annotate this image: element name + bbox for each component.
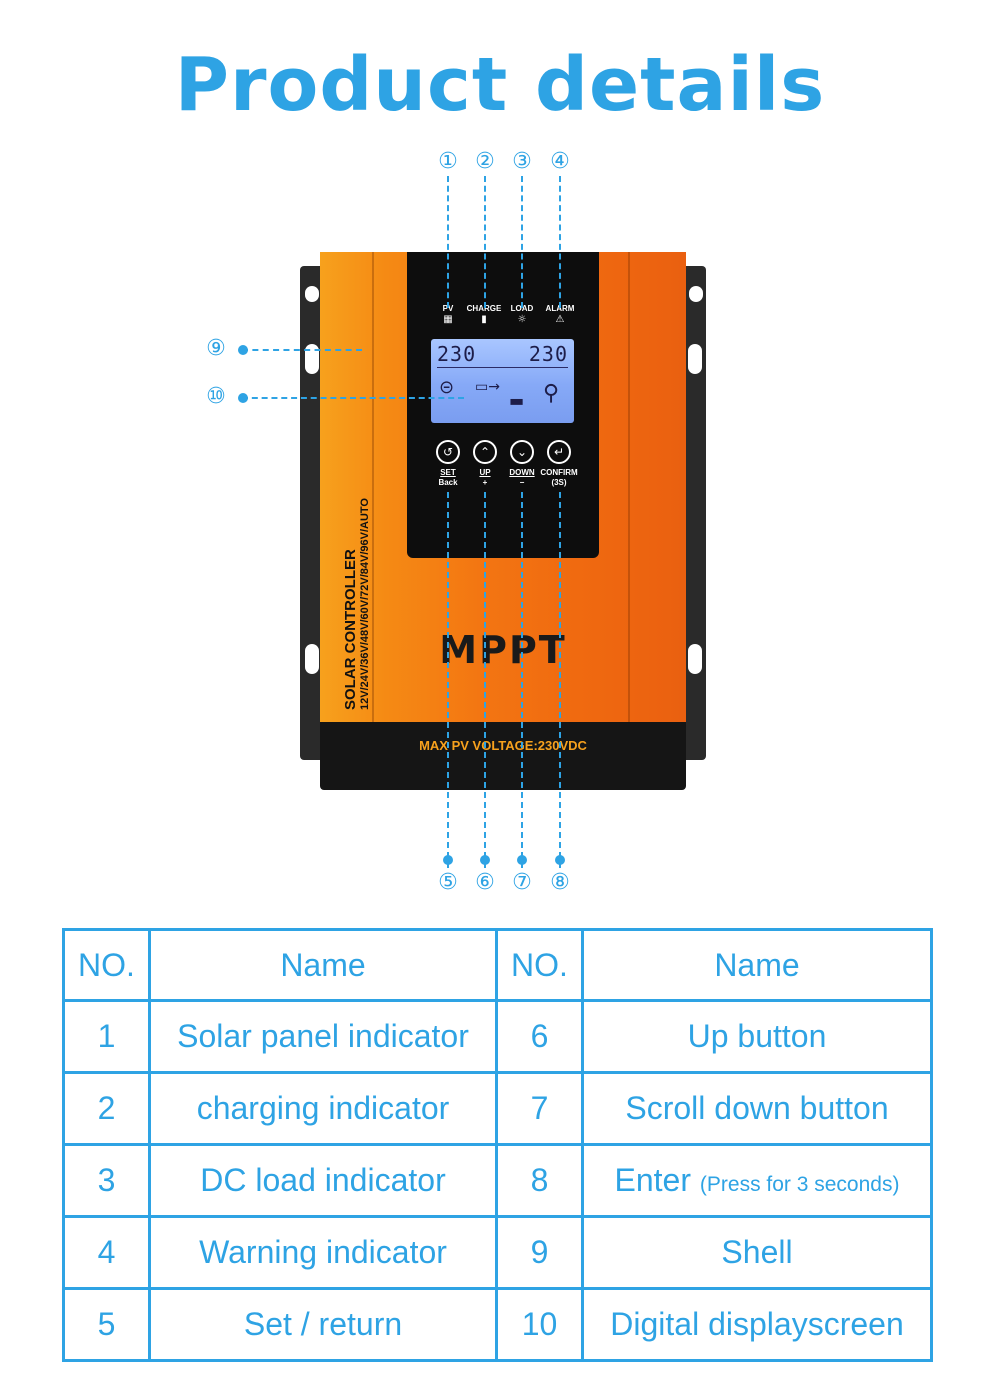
lcd-left-value: 230	[437, 342, 477, 366]
table-row: 3 DC load indicator 8 Enter (Press for 3…	[62, 1143, 933, 1218]
warning-icon: ⚠	[555, 314, 565, 325]
callout-8: ⑧	[548, 871, 572, 895]
up-icon: ⌃	[479, 445, 491, 459]
header-no: NO.	[62, 928, 151, 1002]
left-mounting-bracket	[300, 266, 322, 760]
callout-4: ④	[548, 150, 572, 174]
confirm-button-label: CONFIRM(3S)	[540, 468, 578, 487]
indicator-pv: PV ▦	[428, 304, 468, 325]
back-icon: ↺	[442, 445, 454, 459]
up-button-label: UP+	[479, 468, 491, 487]
header-name: Name	[581, 928, 933, 1002]
bulb-icon: ☼	[517, 314, 527, 325]
lcd-right-value: 230	[528, 342, 568, 366]
load-symbol-icon: ⚲	[543, 381, 560, 406]
max-voltage-label: MAX PV VOLTAGE:230VDC	[419, 738, 587, 753]
callout-5: ⑤	[436, 871, 460, 895]
header-name: Name	[148, 928, 498, 1002]
callout-2: ②	[473, 150, 497, 174]
lcd-display: 230 230 ⊝ ▭→ ▬ ⚲	[431, 339, 574, 423]
callout-7: ⑦	[510, 871, 534, 895]
indicator-charge: CHARGE ▮	[464, 304, 504, 325]
brand-label: MPPT	[439, 628, 567, 672]
table-row: 5 Set / return 10 Digital displayscreen	[62, 1287, 933, 1362]
callout-9: ⑨	[204, 337, 228, 361]
enter-icon: ↵	[553, 445, 565, 459]
flow-icon: ▭→	[475, 379, 500, 395]
page-title: Product details	[174, 42, 826, 128]
callout-3: ③	[510, 150, 534, 174]
set-back-button[interactable]: ↺	[436, 440, 460, 464]
enter-note: (Press for 3 seconds)	[699, 1173, 900, 1196]
pv-symbol-icon: ⊝	[439, 377, 455, 398]
table-header-row: NO. Name NO. Name	[62, 928, 933, 1002]
device-bottom-cover	[320, 722, 686, 790]
callout-6: ⑥	[473, 871, 497, 895]
down-button[interactable]: ⌄	[510, 440, 534, 464]
battery-icon: ▮	[481, 314, 487, 325]
table-row: 2 charging indicator 7 Scroll down butto…	[62, 1071, 933, 1146]
parts-table: NO. Name NO. Name 1 Solar panel indicato…	[62, 928, 933, 1362]
up-button[interactable]: ⌃	[473, 440, 497, 464]
table-row: 1 Solar panel indicator 6 Up button	[62, 999, 933, 1074]
battery-symbol-icon: ▬	[509, 391, 525, 410]
callout-10: ⑩	[204, 385, 228, 409]
callout-1: ①	[436, 150, 460, 174]
table-row: 4 Warning indicator 9 Shell	[62, 1215, 933, 1290]
side-label: SOLAR CONTROLLER 12V/24V/36V/48V/60V/72V…	[342, 498, 371, 710]
header-no: NO.	[495, 928, 584, 1002]
indicator-load: LOAD ☼	[502, 304, 542, 325]
solar-panel-icon: ▦	[443, 314, 453, 325]
indicator-alarm: ALARM ⚠	[540, 304, 580, 325]
confirm-button[interactable]: ↵	[547, 440, 571, 464]
down-button-label: DOWN−	[509, 468, 535, 487]
right-mounting-bracket	[684, 266, 706, 760]
down-icon: ⌄	[516, 445, 528, 459]
